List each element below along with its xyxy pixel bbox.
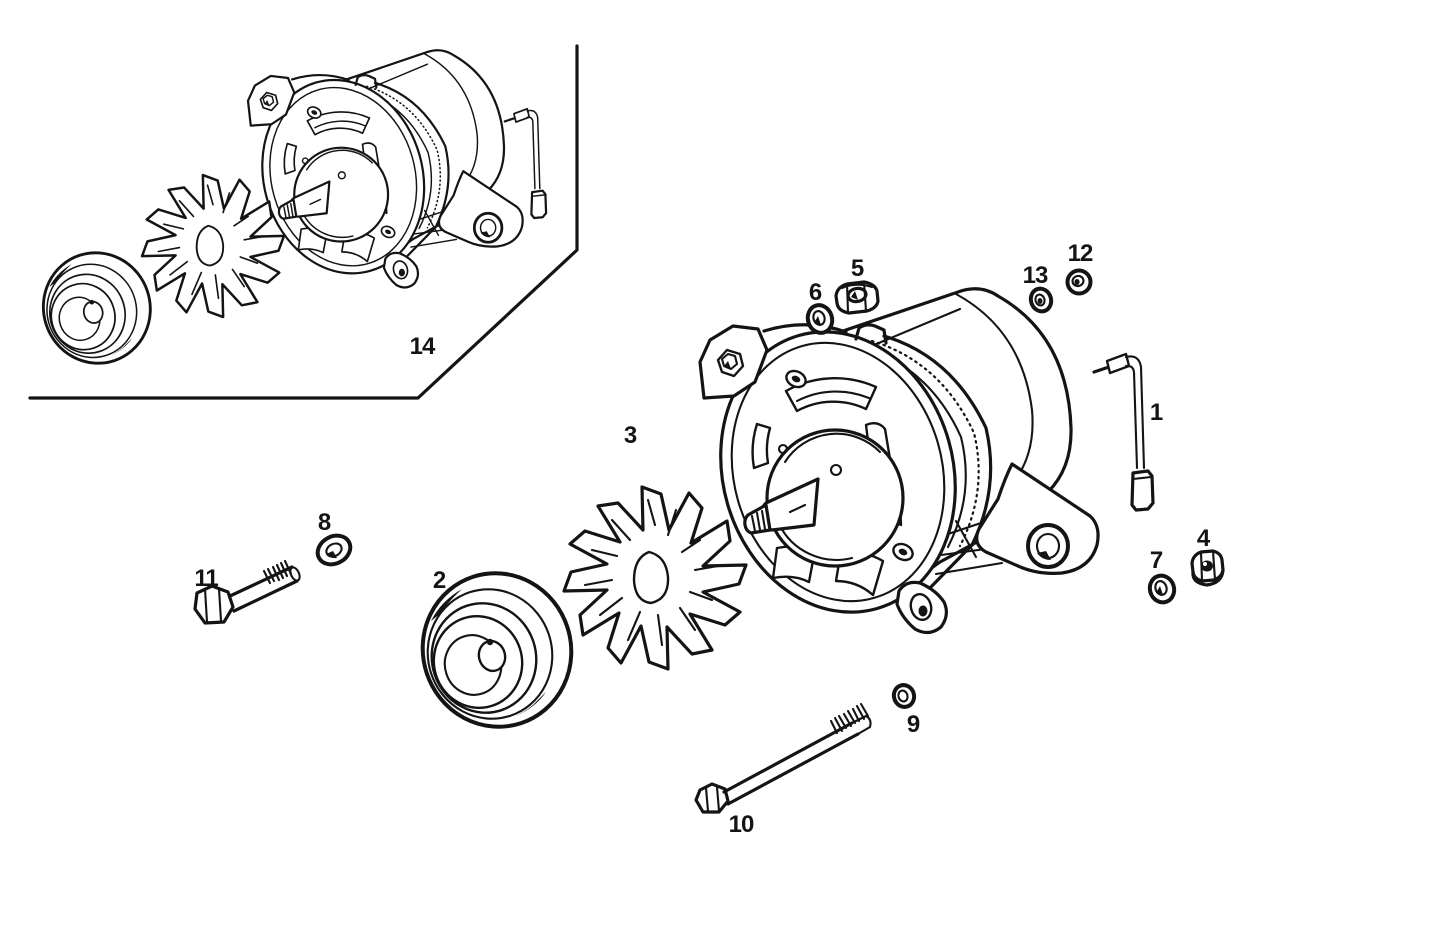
inset-pulley-drawing (27, 237, 167, 379)
inset-fan-drawing (140, 173, 286, 319)
terminal-lead-drawing (1092, 352, 1155, 512)
inset-terminal-lead-drawing (503, 107, 548, 220)
callout-2: 2 (432, 567, 446, 594)
inset-assembly-group (27, 44, 579, 400)
callout-8: 8 (317, 509, 331, 536)
callout-14: 14 (409, 333, 436, 360)
callout-9: 9 (906, 711, 920, 738)
main-assembly-group (193, 268, 1225, 814)
callout-12: 12 (1067, 240, 1094, 267)
callout-6: 6 (808, 279, 822, 306)
washer-13-drawing (1028, 286, 1054, 314)
bolt-11-drawing (193, 559, 301, 625)
callout-5: 5 (850, 255, 864, 282)
washer-8-drawing (315, 533, 353, 567)
callout-11: 11 (194, 565, 218, 592)
alternator-drawing (686, 286, 1101, 643)
washer-7-drawing (1147, 573, 1177, 605)
callout-7: 7 (1149, 547, 1163, 574)
washer-9-drawing (891, 683, 917, 709)
fan-drawing (562, 485, 748, 671)
nut-4-drawing (1190, 549, 1225, 587)
nut-12-drawing (1065, 268, 1093, 296)
inset-boundary-line (28, 44, 579, 400)
callout-10: 10 (728, 811, 755, 838)
washer-6-drawing (805, 303, 835, 335)
callout-1: 1 (1149, 399, 1163, 426)
bolt-10-drawing (694, 702, 872, 814)
callout-3: 3 (623, 422, 637, 449)
inset-alternator-drawing (238, 48, 525, 295)
pulley-drawing (400, 551, 594, 749)
callout-4: 4 (1196, 525, 1210, 552)
nut-5-drawing (834, 280, 880, 315)
callout-13: 13 (1022, 262, 1049, 289)
